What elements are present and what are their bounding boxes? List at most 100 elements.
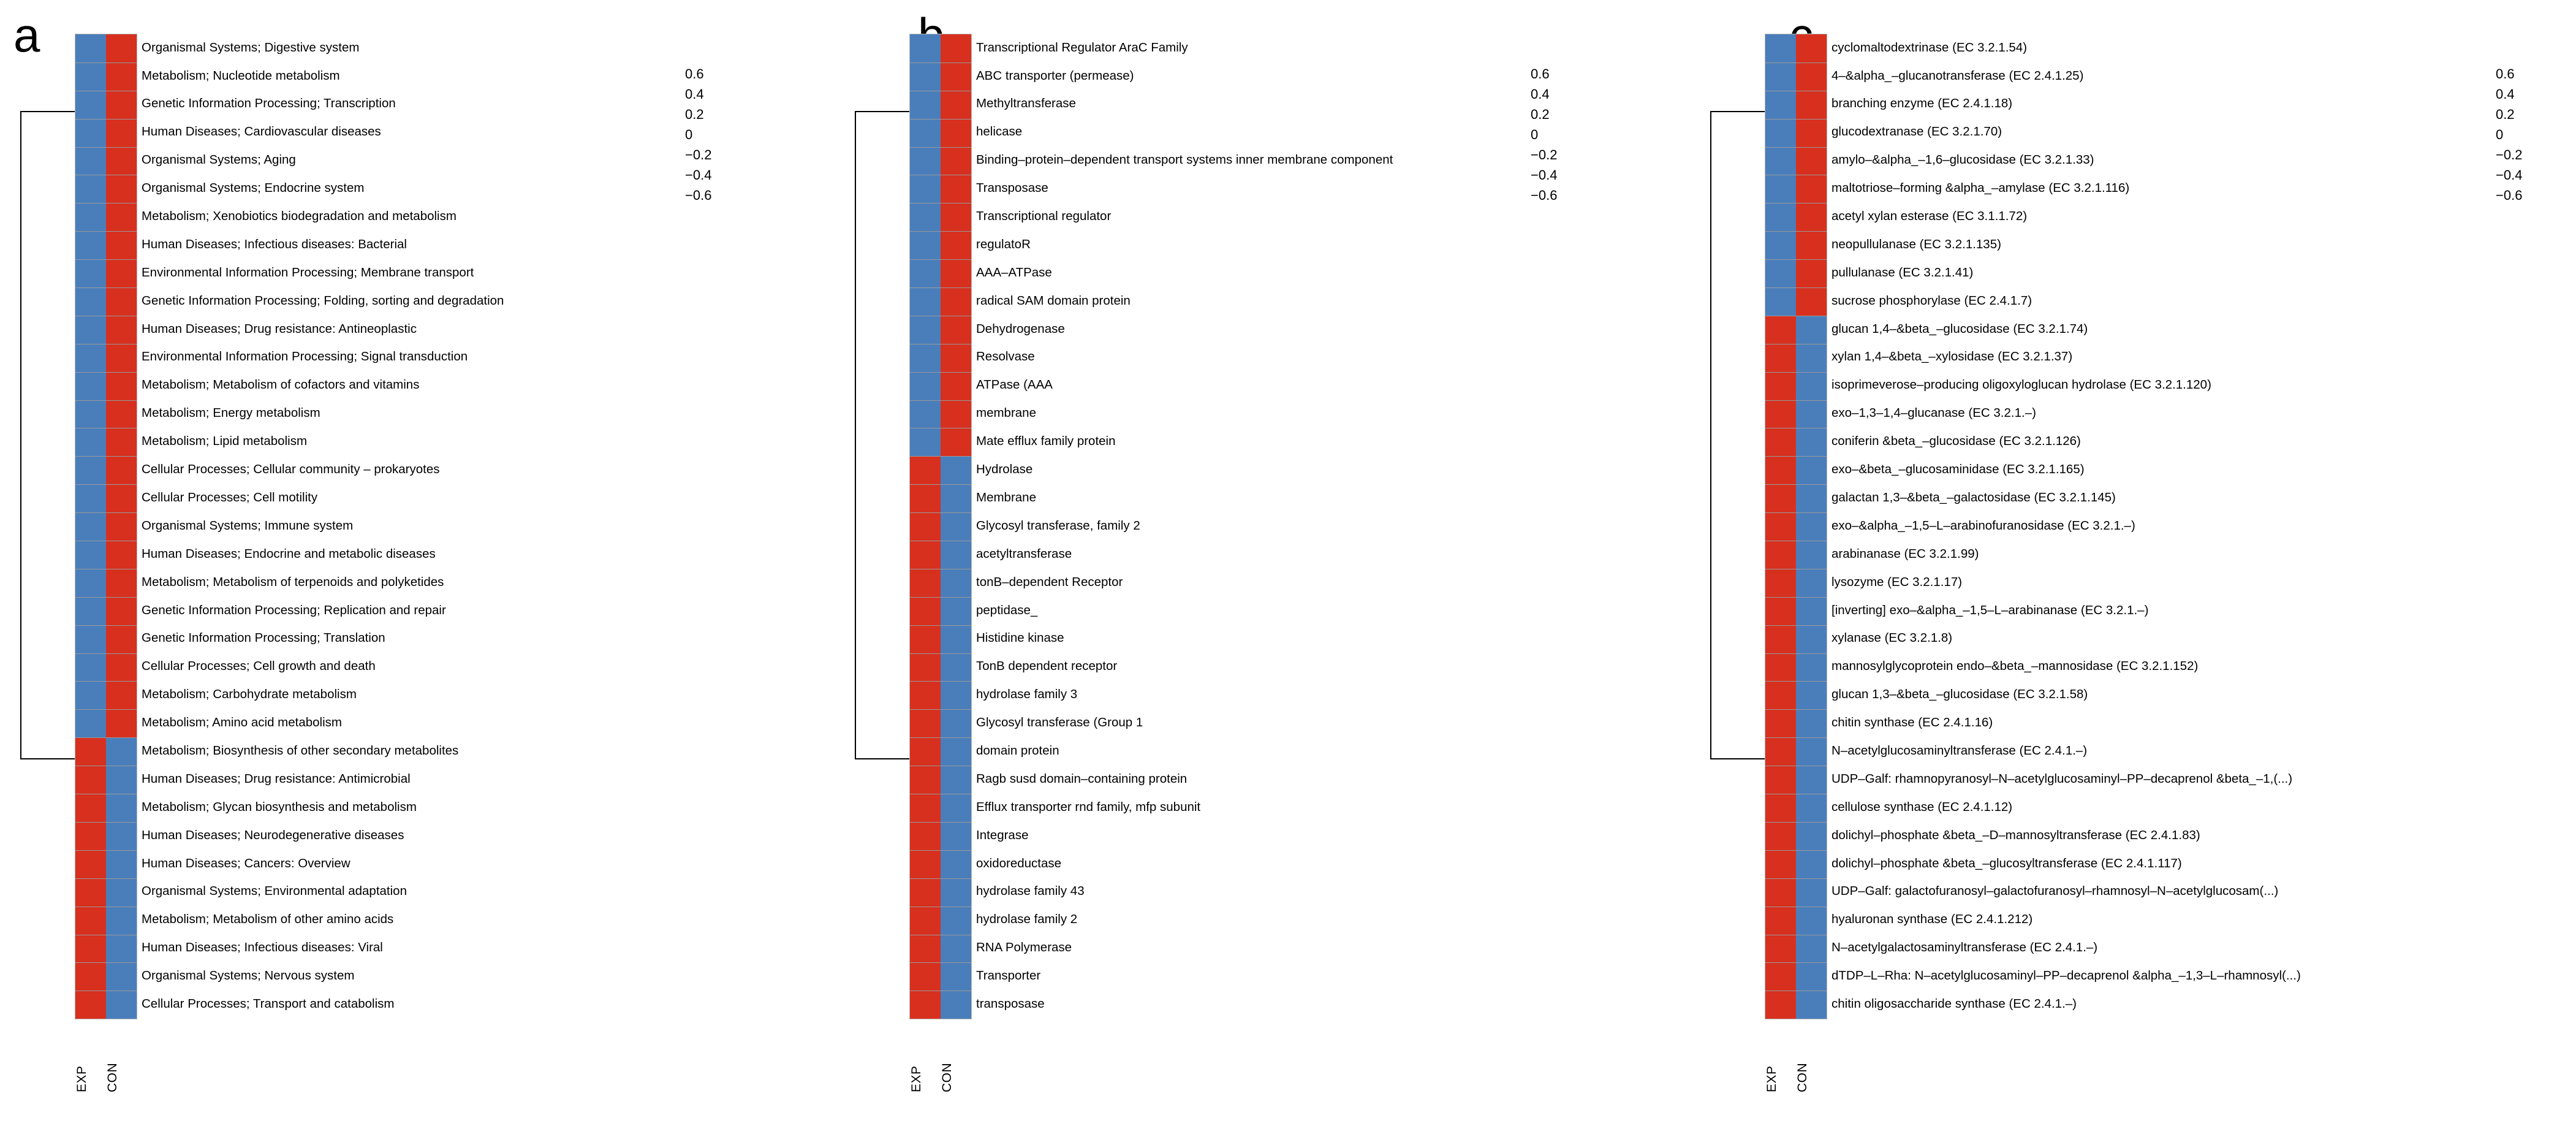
heatmap-cell[interactable] [910,203,941,232]
heatmap-cell[interactable] [1796,681,1827,710]
heatmap-cell[interactable] [1796,62,1827,91]
heatmap-cell[interactable] [910,681,941,710]
heatmap-cell[interactable] [1765,625,1796,653]
heatmap-row[interactable] [1765,231,1827,260]
heatmap-cell[interactable] [1765,596,1796,625]
heatmap-cell[interactable] [106,484,137,513]
heatmap-cell[interactable] [910,850,941,878]
heatmap-cell[interactable] [1765,709,1796,738]
heatmap-cell[interactable] [75,287,106,316]
heatmap-row[interactable] [1765,821,1827,850]
heatmap-cell[interactable] [1765,287,1796,316]
heatmap-cell[interactable] [1796,484,1827,513]
heatmap-row[interactable] [910,568,971,597]
heatmap-cell[interactable] [941,34,971,63]
heatmap-cell[interactable] [106,343,137,372]
heatmap-cell[interactable] [75,906,106,935]
heatmap-cell[interactable] [75,343,106,372]
heatmap-cell[interactable] [106,850,137,878]
heatmap-row[interactable] [75,343,137,372]
heatmap-row[interactable] [75,596,137,625]
heatmap-row[interactable] [1765,259,1827,288]
heatmap-cell[interactable] [1796,709,1827,738]
heatmap-cell[interactable] [1765,934,1796,963]
heatmap-cell[interactable] [1796,400,1827,428]
heatmap-cell[interactable] [106,681,137,710]
heatmap-cell[interactable] [910,766,941,794]
heatmap-cell[interactable] [910,175,941,204]
heatmap-cell[interactable] [1765,568,1796,597]
heatmap-cell[interactable] [941,625,971,653]
heatmap-row[interactable] [910,653,971,682]
heatmap-row[interactable] [75,709,137,738]
heatmap-cell[interactable] [106,428,137,457]
heatmap-cell[interactable] [106,596,137,625]
heatmap-row[interactable] [910,259,971,288]
heatmap-cell[interactable] [910,709,941,738]
heatmap-row[interactable] [910,231,971,260]
heatmap-cell[interactable] [106,371,137,400]
heatmap-cell[interactable] [75,315,106,344]
heatmap-cell[interactable] [1796,568,1827,597]
heatmap-row[interactable] [1765,90,1827,119]
heatmap-cell[interactable] [941,681,971,710]
heatmap-cell[interactable] [1765,821,1796,850]
heatmap-row[interactable] [910,878,971,907]
heatmap-row[interactable] [75,428,137,457]
heatmap-cell[interactable] [106,991,137,1019]
heatmap-cell[interactable] [910,512,941,541]
heatmap-row[interactable] [910,400,971,428]
heatmap-row[interactable] [1765,625,1827,653]
heatmap-cell[interactable] [75,681,106,710]
heatmap-cell[interactable] [75,512,106,541]
heatmap-row[interactable] [910,343,971,372]
heatmap-cell[interactable] [941,400,971,428]
heatmap-row[interactable] [910,512,971,541]
heatmap-row[interactable] [75,850,137,878]
heatmap-cell[interactable] [1765,653,1796,682]
heatmap-cell[interactable] [1765,512,1796,541]
heatmap-cell[interactable] [106,400,137,428]
heatmap-cell[interactable] [1765,991,1796,1019]
heatmap-cell[interactable] [1796,146,1827,175]
heatmap-cell[interactable] [1765,681,1796,710]
heatmap-cell[interactable] [106,118,137,147]
heatmap-row[interactable] [75,541,137,569]
heatmap-row[interactable] [1765,850,1827,878]
heatmap-cell[interactable] [1765,878,1796,907]
heatmap-cell[interactable] [1796,118,1827,147]
heatmap-row[interactable] [75,934,137,963]
heatmap-cell[interactable] [1796,991,1827,1019]
heatmap-row[interactable] [1765,681,1827,710]
heatmap-cell[interactable] [106,568,137,597]
heatmap-cell[interactable] [1796,90,1827,119]
heatmap-row[interactable] [1765,371,1827,400]
heatmap-cell[interactable] [941,315,971,344]
heatmap-row[interactable] [1765,512,1827,541]
heatmap-row[interactable] [910,681,971,710]
heatmap-row[interactable] [1765,653,1827,682]
heatmap-cell[interactable] [910,653,941,682]
heatmap-cell[interactable] [75,371,106,400]
heatmap-row[interactable] [75,203,137,232]
heatmap-cell[interactable] [106,231,137,260]
heatmap-cell[interactable] [106,934,137,963]
heatmap-cell[interactable] [106,653,137,682]
heatmap-cell[interactable] [106,821,137,850]
heatmap-row[interactable] [75,991,137,1019]
heatmap-row[interactable] [910,203,971,232]
heatmap-cell[interactable] [1796,737,1827,766]
heatmap-cell[interactable] [941,962,971,991]
heatmap-cell[interactable] [941,709,971,738]
heatmap-cell[interactable] [1765,766,1796,794]
heatmap-cell[interactable] [1796,259,1827,288]
heatmap-cell[interactable] [910,400,941,428]
heatmap-row[interactable] [75,90,137,119]
heatmap-row[interactable] [1765,428,1827,457]
heatmap-row[interactable] [1765,596,1827,625]
heatmap-row[interactable] [75,878,137,907]
heatmap-cell[interactable] [75,90,106,119]
heatmap-cell[interactable] [1765,343,1796,372]
heatmap-cell[interactable] [1765,737,1796,766]
heatmap-row[interactable] [75,625,137,653]
